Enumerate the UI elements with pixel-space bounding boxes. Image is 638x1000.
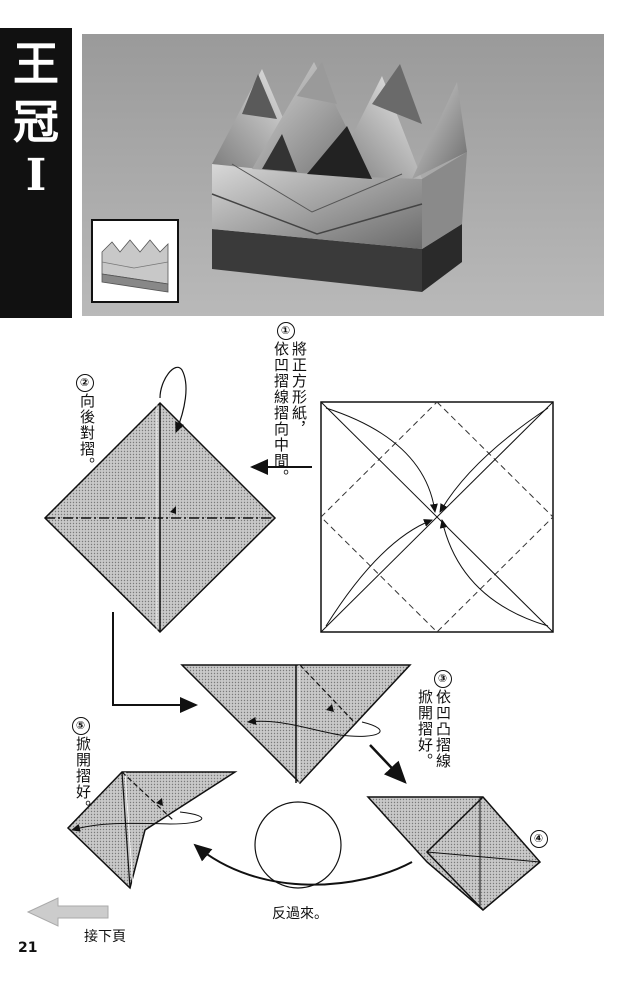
- arrow-2-to-3: [112, 612, 198, 713]
- step4-label: ④: [530, 830, 548, 851]
- step4-shape: [366, 796, 542, 911]
- step3-text-b: 掀開摺好。: [416, 689, 434, 769]
- step5-shape: [66, 771, 238, 890]
- title-char-1: 王: [13, 37, 59, 91]
- step4-number: ④: [530, 830, 548, 848]
- next-page-arrow: [26, 897, 109, 927]
- step1-square: [320, 401, 554, 633]
- title-char-2: 冠: [13, 95, 59, 149]
- step3-label: ③: [434, 670, 452, 691]
- turn-over-label: 反過來。: [272, 906, 328, 922]
- page-number: 21: [18, 940, 38, 956]
- title-char-3: I: [25, 150, 47, 201]
- step2-number: ②: [76, 374, 94, 392]
- arrow-3-to-4: [369, 744, 407, 784]
- step2-text: 向後對摺。: [78, 393, 96, 473]
- next-page-label[interactable]: 接下頁: [84, 929, 126, 945]
- crown-photo: [82, 34, 604, 316]
- inset-thumbnail: [91, 219, 179, 303]
- step3-number: ③: [434, 670, 452, 688]
- step1-number: ①: [277, 322, 295, 340]
- title-band: [0, 28, 72, 318]
- step3-text-a: 依凹凸摺線: [434, 689, 452, 769]
- step2-diamond: [43, 366, 277, 634]
- step5-label: ⑤: [72, 717, 90, 738]
- step1-label: ①: [277, 322, 295, 343]
- turn-over-circle: [254, 801, 342, 889]
- step1-text-b: 依凹摺線摺向中間。: [272, 341, 290, 485]
- step2-label: ②: [76, 374, 94, 395]
- step3-triangle: [180, 664, 412, 785]
- turn-over-arrow: [193, 843, 413, 886]
- step1-text-a: 將正方形紙，: [290, 341, 308, 437]
- step5-text: 掀開摺好。: [74, 736, 92, 816]
- crown-shape: [211, 62, 467, 292]
- step5-number: ⑤: [72, 717, 90, 735]
